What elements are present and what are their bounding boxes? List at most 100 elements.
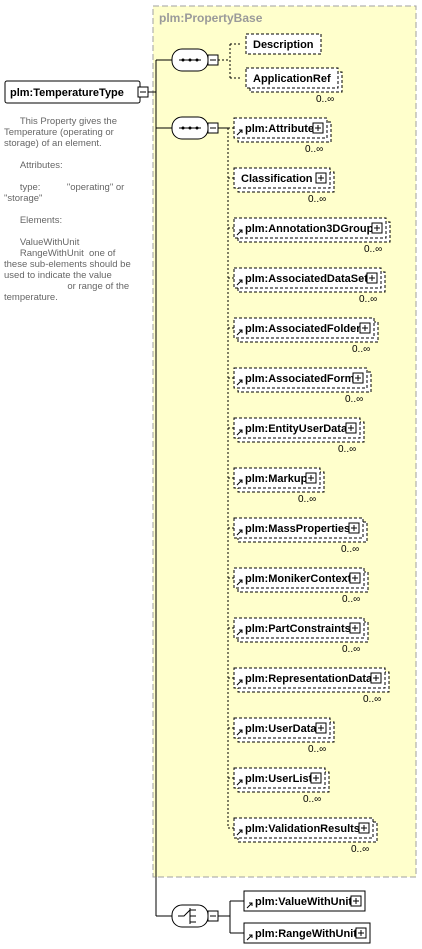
- root-element-label: plm:TemperatureType: [10, 87, 124, 99]
- expand-icon[interactable]: [355, 927, 367, 939]
- element-label: ApplicationRef: [253, 73, 331, 85]
- element-label: plm:Markup: [245, 473, 308, 485]
- reference-arrow-icon: [236, 379, 243, 386]
- element-label: plm:UserData: [245, 723, 317, 735]
- reference-arrow-icon: [236, 579, 243, 586]
- expand-icon[interactable]: [352, 372, 364, 384]
- reference-arrow-icon: [236, 229, 243, 236]
- documentation-paragraph: ValueWithUnit RangeWithUnit one of these…: [4, 237, 131, 303]
- occurrence-label: 0..∞: [316, 94, 334, 105]
- element-label: Classification: [241, 173, 313, 185]
- collapse-icon[interactable]: [207, 122, 219, 134]
- element-label: plm:Attribute: [245, 123, 314, 135]
- element-label: plm:AssociatedDataSet: [245, 273, 368, 285]
- occurrence-label: 0..∞: [308, 744, 326, 755]
- reference-arrow-icon: [246, 934, 253, 941]
- element-box[interactable]: plm:UserList 0..∞: [233, 767, 330, 805]
- occurrence-label: 0..∞: [352, 344, 370, 355]
- reference-arrow-icon: [236, 529, 243, 536]
- element-box[interactable]: plm:AssociatedDataSet 0..∞: [233, 267, 386, 305]
- occurrence-label: 0..∞: [351, 844, 369, 855]
- reference-arrow-icon: [236, 329, 243, 336]
- expand-icon[interactable]: [370, 672, 382, 684]
- expand-icon[interactable]: [315, 722, 327, 734]
- occurrence-label: 0..∞: [303, 794, 321, 805]
- sequence-connector: [227, 127, 234, 829]
- element-box[interactable]: Description: [245, 33, 322, 55]
- expand-icon[interactable]: [350, 895, 362, 907]
- element-label: plm:MassProperties: [245, 523, 350, 535]
- expand-icon[interactable]: [366, 272, 378, 284]
- element-box[interactable]: ApplicationRef 0..∞: [245, 67, 343, 105]
- reference-arrow-icon: [236, 779, 243, 786]
- occurrence-label: 0..∞: [359, 294, 377, 305]
- element-box[interactable]: plm:RangeWithUnit: [243, 922, 371, 944]
- group-title: plm:PropertyBase: [159, 11, 263, 25]
- element-box[interactable]: plm:AssociatedFolder 0..∞: [233, 317, 379, 355]
- sequence-compositor-1[interactable]: [171, 48, 209, 72]
- expand-icon[interactable]: [359, 322, 371, 334]
- collapse-icon[interactable]: [137, 86, 149, 98]
- documentation-paragraph: Attributes:: [4, 160, 63, 171]
- choice-compositor[interactable]: [171, 904, 209, 928]
- occurrence-label: 0..∞: [308, 194, 326, 205]
- element-box[interactable]: plm:Markup 0..∞: [233, 467, 325, 505]
- expand-icon[interactable]: [349, 622, 361, 634]
- element-label: plm:PartConstraints: [245, 623, 351, 635]
- element-box[interactable]: plm:MassProperties 0..∞: [233, 517, 368, 555]
- root-documentation: This Property gives the Temperature (ope…: [4, 116, 138, 303]
- occurrence-label: 0..∞: [363, 694, 381, 705]
- expand-icon[interactable]: [315, 172, 327, 184]
- occurrence-label: 0..∞: [338, 444, 356, 455]
- reference-arrow-icon: [236, 129, 243, 136]
- element-label: plm:ValidationResults: [245, 823, 360, 835]
- expand-icon[interactable]: [371, 222, 383, 234]
- root-element[interactable]: plm:TemperatureType: [4, 80, 149, 104]
- reference-arrow-icon: [236, 679, 243, 686]
- element-label: plm:UserList: [245, 773, 313, 785]
- collapse-icon[interactable]: [207, 910, 219, 922]
- documentation-paragraph: Elements:: [4, 215, 63, 226]
- occurrence-label: 0..∞: [342, 594, 360, 605]
- occurrence-label: 0..∞: [305, 144, 323, 155]
- reference-arrow-icon: [246, 902, 253, 909]
- occurrence-label: 0..∞: [364, 244, 382, 255]
- element-label: plm:RepresentationData: [245, 673, 373, 685]
- expand-icon[interactable]: [345, 422, 357, 434]
- element-label: plm:AssociatedFolder: [245, 323, 361, 335]
- element-box[interactable]: plm:UserData 0..∞: [233, 717, 335, 755]
- occurrence-label: 0..∞: [298, 494, 316, 505]
- reference-arrow-icon: [236, 729, 243, 736]
- reference-arrow-icon: [236, 629, 243, 636]
- element-label: plm:EntityUserData: [245, 423, 348, 435]
- element-box[interactable]: plm:RepresentationData 0..∞: [233, 667, 390, 705]
- element-label: Description: [253, 39, 314, 51]
- expand-icon[interactable]: [310, 772, 322, 784]
- reference-arrow-icon: [236, 829, 243, 836]
- reference-arrow-icon: [236, 279, 243, 286]
- element-label: plm:ValueWithUnit: [255, 896, 352, 908]
- element-box[interactable]: plm:MonikerContext 0..∞: [233, 567, 369, 605]
- element-box[interactable]: Classification 0..∞: [233, 167, 335, 205]
- expand-icon[interactable]: [349, 572, 361, 584]
- expand-icon[interactable]: [348, 522, 360, 534]
- sequence-compositor-2[interactable]: [171, 116, 209, 140]
- expand-icon[interactable]: [312, 122, 324, 134]
- element-label: plm:MonikerContext: [245, 573, 352, 585]
- element-box[interactable]: plm:Annotation3DGroup 0..∞: [233, 217, 391, 255]
- element-box[interactable]: plm:ValidationResults 0..∞: [233, 817, 378, 855]
- element-box[interactable]: plm:ValueWithUnit: [243, 890, 366, 912]
- expand-icon[interactable]: [358, 822, 370, 834]
- element-label: plm:AssociatedForm: [245, 373, 355, 385]
- documentation-paragraph: type: "operating" or "storage": [4, 182, 127, 204]
- expand-icon[interactable]: [305, 472, 317, 484]
- occurrence-label: 0..∞: [341, 544, 359, 555]
- element-box[interactable]: plm:EntityUserData 0..∞: [233, 417, 365, 455]
- element-label: plm:Annotation3DGroup: [245, 223, 374, 235]
- element-box[interactable]: plm:Attribute 0..∞: [233, 117, 332, 155]
- reference-arrow-icon: [236, 479, 243, 486]
- element-label: plm:RangeWithUnit: [255, 928, 357, 940]
- collapse-icon[interactable]: [207, 54, 219, 66]
